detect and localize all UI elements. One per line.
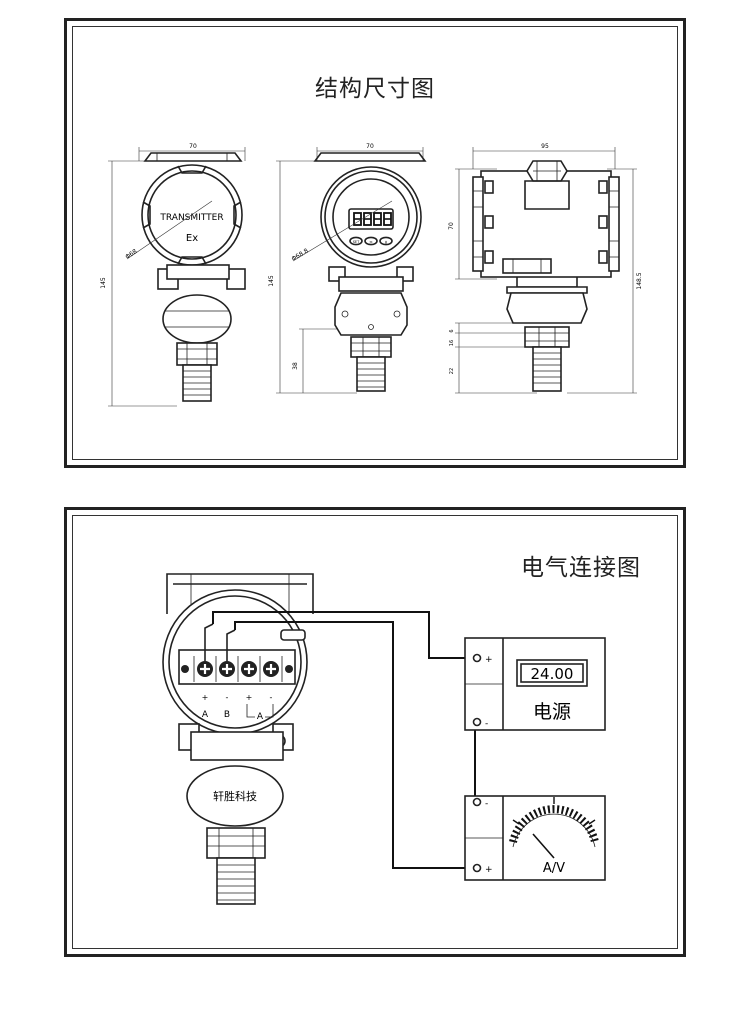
side-width-dim: 95: [541, 143, 549, 150]
front-label-line1: TRANSMITTER: [159, 213, 223, 223]
display-dia-dim: Φ68.8: [290, 247, 309, 262]
right-button-shape: [364, 236, 378, 246]
front-view: 70 145 TRANSMITTER Ex Φ68: [100, 143, 246, 407]
power-label: 电源: [533, 701, 571, 723]
display-width-dim: 70: [366, 143, 374, 150]
front-height-dim: 145: [100, 277, 107, 289]
transmitter-body-label: 轩胜科技: [213, 789, 257, 803]
side-total-dim: 148.5: [636, 272, 643, 289]
terminal-sign-2: +: [246, 693, 253, 702]
wiring-diagram-panel: 电气连接图 + -: [64, 507, 686, 957]
side-dim-d: 22: [449, 368, 455, 374]
terminal-sign-3: -: [270, 693, 273, 702]
terminal-letter-0: A: [202, 710, 209, 720]
side-dim-c: 16: [449, 340, 455, 346]
meter: - + A/V: [464, 795, 606, 881]
side-dim-b: 6: [449, 329, 455, 332]
gauge-needle: [532, 833, 555, 859]
panel-inner-border: [72, 515, 678, 949]
structure-title: 结构尺寸图: [315, 76, 435, 102]
wiring-drawing: + - + - A B A 轩胜科技: [162, 573, 606, 905]
meter-minus-label: -: [485, 799, 488, 809]
wiring-transmitter: + - + - A B A 轩胜科技: [162, 573, 314, 905]
display-view: 70 145 38: [268, 143, 427, 394]
display-button-label-0: SET: [353, 240, 360, 244]
wiring-title: 电气连接图: [521, 555, 641, 581]
up-button-shape: [379, 236, 393, 246]
meter-label: A/V: [543, 861, 565, 876]
structure-drawing: 70 145 TRANSMITTER Ex Φ68: [100, 143, 643, 407]
power-minus-label: -: [485, 719, 488, 729]
power-supply: + - 24.00 电源: [464, 637, 606, 731]
set-button-shape: [349, 236, 363, 246]
terminal-sign-0: +: [202, 693, 209, 702]
meter-plus-label: +: [485, 865, 493, 875]
front-label-line2: Ex: [186, 233, 198, 244]
lcd-digits: [353, 212, 392, 226]
side-height-dim: 70: [448, 222, 455, 230]
display-button-label-1: >: [369, 240, 373, 246]
panel-inner-border: [72, 26, 678, 460]
side-view: 95 70 6 16 22 148.5: [448, 143, 643, 394]
power-reading: 24.00: [531, 665, 574, 683]
structure-dimension-panel: 结构尺寸图 70 145 TRANSMITTER Ex: [64, 18, 686, 468]
display-button-label-2: ∧: [384, 241, 387, 246]
terminal-letter-2: A: [257, 712, 264, 722]
display-height-dim: 145: [268, 275, 275, 287]
front-dia-dim: Φ68: [124, 248, 138, 261]
terminal-letter-1: B: [224, 710, 230, 720]
terminal-screws: [181, 656, 293, 682]
power-plus-label: +: [485, 655, 493, 665]
front-width-dim: 70: [189, 143, 197, 150]
display-lower-dim: 38: [292, 362, 299, 370]
terminal-sign-1: -: [226, 693, 229, 702]
